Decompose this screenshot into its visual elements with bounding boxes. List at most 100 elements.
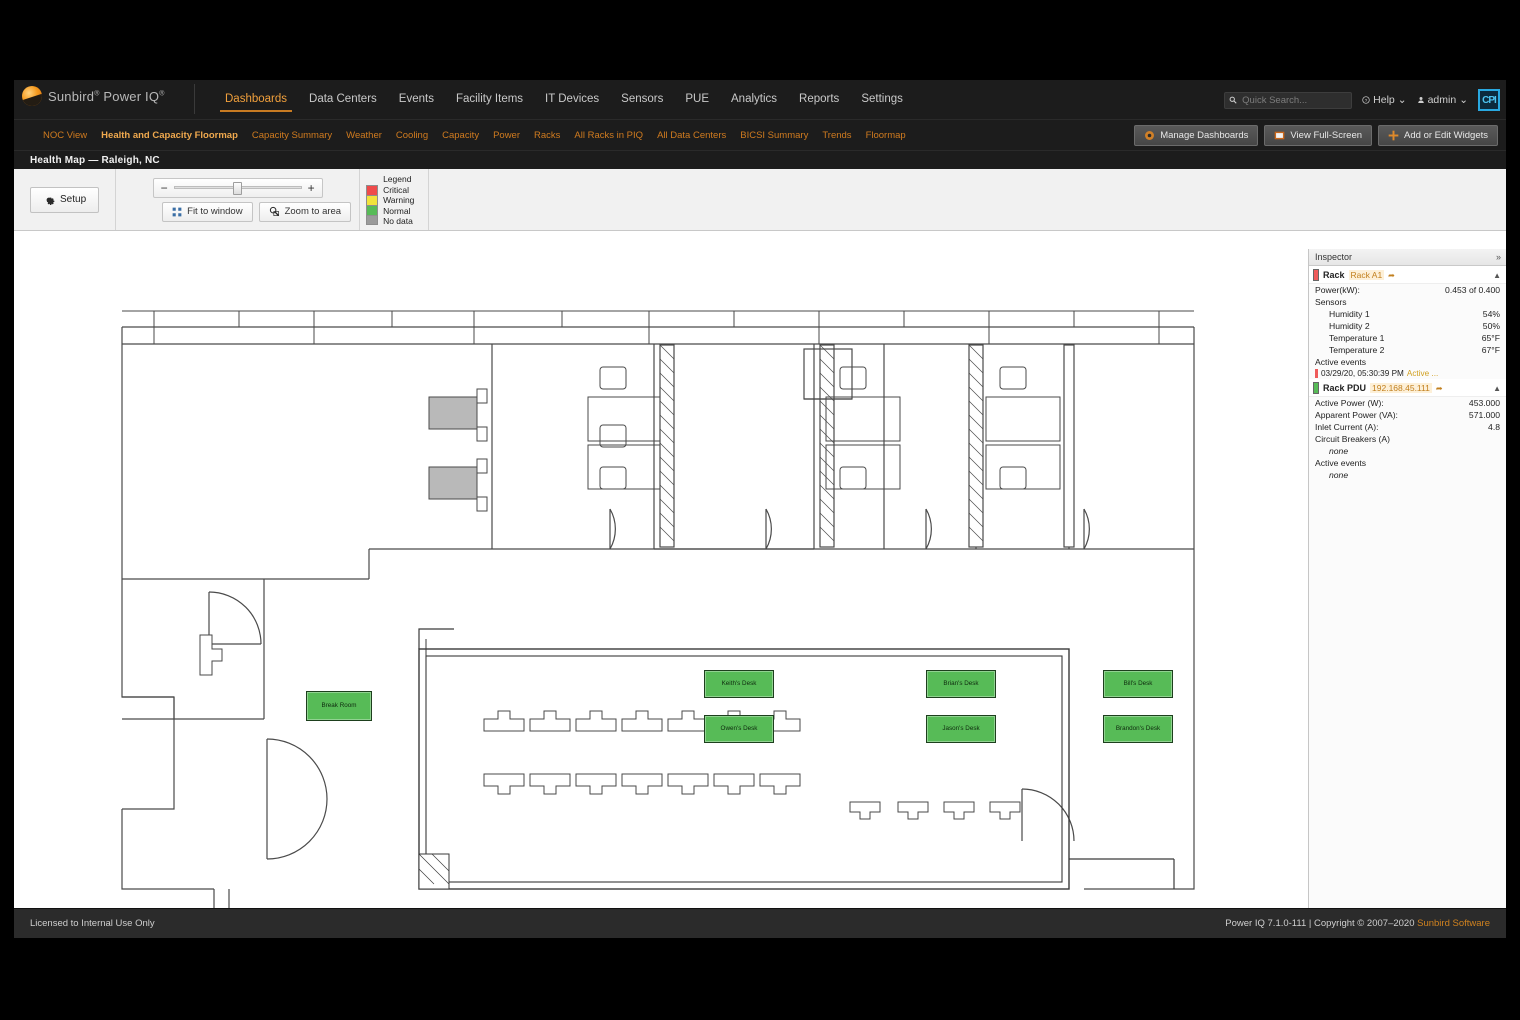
fit-to-window-label: Fit to window	[187, 206, 243, 217]
brand-reg-1: ®	[94, 90, 100, 98]
legend-swatch-critical	[366, 185, 379, 196]
add-or-edit-widgets-button[interactable]: Add or Edit Widgets	[1378, 125, 1498, 146]
zoom-to-area-icon	[269, 206, 279, 217]
dashboard-tab-cooling[interactable]: Cooling	[395, 130, 429, 141]
floorplan-item-keith-s-desk[interactable]: Keith's Desk	[704, 670, 774, 698]
floorplan-item-brandon-s-desk[interactable]: Brandon's Desk	[1103, 715, 1173, 743]
dashboard-tab-all-data-centers[interactable]: All Data Centers	[657, 130, 727, 141]
dashboard-tab-floormap[interactable]: Floormap	[865, 130, 906, 141]
inspector-row: none	[1309, 445, 1506, 457]
nav-item-analytics[interactable]: Analytics	[731, 93, 778, 105]
setup-button[interactable]: Setup	[30, 186, 100, 213]
dashboard-tab-capacity[interactable]: Capacity	[442, 130, 480, 141]
help-icon: ?	[1362, 96, 1370, 104]
floorplan-item-break-room[interactable]: Break Room	[306, 691, 372, 721]
quick-search-box[interactable]	[1224, 91, 1353, 109]
dashboard-tab-noc-view[interactable]: NOC View	[43, 130, 88, 141]
dashboard-tab-bicsi-summary[interactable]: BICSI Summary	[740, 130, 809, 141]
legend-swatch-normal	[366, 205, 379, 216]
zoom-slider-thumb[interactable]	[232, 182, 242, 195]
dashboard-tab-all-racks-in-piq[interactable]: All Racks in PIQ	[574, 130, 644, 141]
inspector-row-label: Active Power (W):	[1315, 398, 1384, 408]
brand-reg-2: ®	[159, 90, 165, 98]
floorplan-item-label: Brian's Desk	[943, 679, 979, 687]
inspector-row: Active Power (W):453.000	[1309, 397, 1506, 409]
inspector-row: Power(kW):0.453 of 0.400	[1309, 284, 1506, 296]
nav-item-reports[interactable]: Reports	[799, 93, 840, 105]
dashboard-tab-capacity-summary[interactable]: Capacity Summary	[251, 130, 333, 141]
svg-text:?: ?	[1365, 98, 1368, 103]
dashboard-tab-health-and-capacity-floormap[interactable]: Health and Capacity Floormap	[101, 130, 238, 141]
legend-label-warning: Warning	[383, 195, 415, 206]
inspector-row-value: 0.453 of 0.400	[1445, 285, 1500, 295]
cpi-badge[interactable]: CPI	[1478, 89, 1500, 111]
quick-search-input[interactable]	[1240, 93, 1348, 107]
inspector-row-label: Temperature 2	[1329, 345, 1385, 355]
help-chevron-down-icon: ⌄	[1397, 94, 1407, 106]
floorplan-item-label: Bill's Desk	[1123, 679, 1153, 687]
chevron-up-icon[interactable]: ▲	[1493, 383, 1501, 393]
status-badge	[1313, 269, 1319, 281]
inspector-row-value: 65°F	[1481, 333, 1500, 343]
setup-label: Setup	[60, 194, 87, 205]
fit-to-window-button[interactable]: Fit to window	[162, 201, 253, 222]
nav-item-sensors[interactable]: Sensors	[621, 93, 664, 105]
nav-item-events[interactable]: Events	[398, 93, 434, 105]
brand-name: Sunbird	[48, 88, 95, 104]
health-map-panel: Health Map — Raleigh, NC Setup − +	[14, 151, 1506, 908]
brand-title: Sunbird® Power IQ®	[48, 89, 165, 104]
user-menu[interactable]: admin ⌄	[1417, 94, 1468, 106]
dashboard-tab-power[interactable]: Power	[493, 130, 521, 141]
view-full-screen-button[interactable]: View Full-Screen	[1264, 125, 1373, 146]
inspector-section-link[interactable]: 192.168.45.111	[1370, 383, 1432, 393]
floorplan-item-owen-s-desk[interactable]: Owen's Desk	[704, 715, 774, 743]
inspector-section-link[interactable]: Rack A1	[1348, 270, 1385, 280]
inspector-row-value: 571.000	[1468, 410, 1500, 420]
floorplan-item-brian-s-desk[interactable]: Brian's Desk	[926, 670, 996, 698]
zoom-to-area-label: Zoom to area	[284, 206, 342, 217]
zoom-in-button[interactable]: +	[307, 180, 315, 195]
dashboard-tabs: NOC View Health and Capacity Floormap Capa…	[36, 120, 913, 151]
inspector-row-value: 67°F	[1481, 345, 1500, 355]
main-navigation: Dashboards Data Centers Events Facility Ite…	[214, 80, 914, 117]
vendor-link[interactable]: Sunbird Software	[1417, 918, 1490, 929]
floorplan-item-jason-s-desk[interactable]: Jason's Desk	[926, 715, 996, 743]
legend-label-no-data: No data	[383, 216, 413, 227]
gear-icon	[1144, 130, 1155, 141]
nav-item-it-devices[interactable]: IT Devices	[545, 93, 600, 105]
dashboard-tab-weather[interactable]: Weather	[346, 130, 382, 141]
inspector-row-label: Humidity 2	[1329, 321, 1370, 331]
zoom-to-area-button[interactable]: Zoom to area	[258, 201, 352, 222]
nav-item-pue[interactable]: PUE	[685, 93, 709, 105]
inspector-title: Inspector	[1315, 252, 1353, 262]
dashboard-tab-trends[interactable]: Trends	[822, 130, 852, 141]
floorplan-item-bill-s-desk[interactable]: Bill's Desk	[1103, 670, 1173, 698]
help-menu[interactable]: ? Help ⌄	[1362, 94, 1407, 106]
inspector-collapse-icon[interactable]: »	[1495, 252, 1501, 262]
legend-label-critical: Critical	[383, 184, 410, 195]
external-link-icon[interactable]: ➦	[1388, 270, 1395, 280]
external-link-icon[interactable]: ➦	[1435, 383, 1443, 393]
nav-item-settings[interactable]: Settings	[861, 93, 903, 105]
floorplan-item-label: Keith's Desk	[721, 679, 757, 687]
nav-divider	[194, 84, 195, 114]
floormap-toolbar: Setup − + Fit t	[14, 169, 1506, 231]
nav-item-facility-items[interactable]: Facility Items	[455, 93, 524, 105]
manage-dashboards-button[interactable]: Manage Dashboards	[1134, 125, 1259, 146]
inspector-row-label: Inlet Current (A):	[1315, 422, 1379, 432]
legend-swatch-no-data	[366, 215, 379, 226]
zoom-out-button[interactable]: −	[160, 180, 168, 195]
nav-item-dashboards[interactable]: Dashboards	[214, 80, 298, 117]
chevron-up-icon[interactable]: ▲	[1493, 270, 1501, 280]
sunbird-logo-icon	[22, 86, 42, 106]
plus-icon	[1388, 130, 1399, 141]
dashboard-tab-racks[interactable]: Racks	[534, 130, 561, 141]
nav-item-data-centers[interactable]: Data Centers	[309, 93, 377, 105]
zoom-slider-track[interactable]	[173, 182, 302, 195]
